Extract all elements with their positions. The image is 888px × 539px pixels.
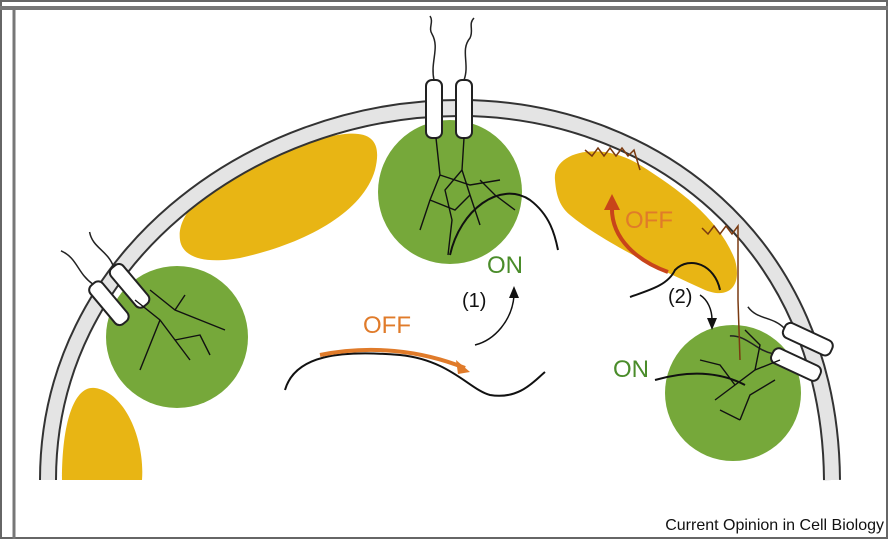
label-off-right: OFF — [625, 207, 673, 234]
label-step2: (2) — [668, 286, 692, 308]
off-arrow-center — [320, 350, 465, 368]
journal-credit: Current Opinion in Cell Biology — [665, 517, 884, 535]
label-on-right: ON — [613, 356, 649, 383]
green-domain-right — [665, 325, 801, 461]
yellow-domain-left-bottom — [62, 388, 142, 480]
off-arrowhead-center — [456, 360, 470, 374]
label-off-center: OFF — [363, 312, 411, 339]
signal-curve-center — [285, 353, 545, 395]
label-step1: (1) — [462, 290, 486, 312]
arrow-step2 — [700, 295, 712, 320]
arrowhead-step1 — [509, 286, 519, 298]
label-on-center: ON — [487, 252, 523, 279]
receptor-top — [426, 16, 474, 138]
